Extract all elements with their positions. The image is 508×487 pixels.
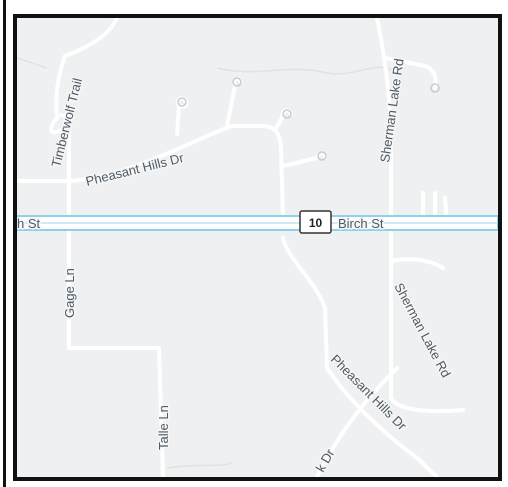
- road-branch-4[interactable]: [281, 151, 327, 168]
- road-top-left-curve[interactable]: [63, 18, 119, 58]
- label-pheasant-hills-dr-bottom: Pheasant Hills Dr: [328, 352, 410, 434]
- road-south-connector[interactable]: [315, 366, 399, 477]
- label-talle-ln: Talle Ln: [156, 405, 171, 450]
- label-pheasant-hills-dr-top: Pheasant Hills Dr: [84, 150, 186, 189]
- road-timberwolf-trail[interactable]: [54, 54, 67, 120]
- cul-de-sac-node-4: [317, 151, 327, 161]
- road-top-right-spur[interactable]: [383, 56, 438, 90]
- label-gage-ln: Gage Ln: [62, 268, 77, 318]
- label-birch-st-right: Birch St: [338, 216, 384, 231]
- road-pheasant-hills-dr-south[interactable]: [281, 236, 439, 477]
- highway-10-shield[interactable]: [299, 210, 332, 234]
- map-frame[interactable]: 10 h St Birch St Timberwolf Trail Pheasa…: [13, 14, 502, 481]
- cul-de-sac-node-3: [282, 109, 292, 119]
- faint-feature-top: [216, 66, 398, 75]
- cul-de-sac-node-5: [430, 83, 440, 93]
- faint-feature-bottom: [166, 461, 233, 469]
- cul-de-sac-node-1: [177, 97, 187, 107]
- faint-feature-left: [17, 57, 48, 69]
- road-gage-ln[interactable]: [67, 131, 165, 477]
- label-birch-st-left: h St: [17, 216, 41, 231]
- map-canvas[interactable]: 10 h St Birch St Timberwolf Trail Pheasa…: [17, 18, 498, 477]
- road-sherman-lake-rd[interactable]: [375, 18, 465, 414]
- road-timberwolf-cul-de-sac[interactable]: [49, 113, 70, 135]
- road-pheasant-hills-dr-north[interactable]: [67, 124, 285, 220]
- cul-de-sac-node-2: [232, 77, 242, 87]
- road-sherman-spur[interactable]: [389, 257, 445, 270]
- page-edge-line: [3, 0, 6, 487]
- label-sherman-lake-rd-top: Sherman Lake Rd: [377, 58, 406, 164]
- label-sherman-lake-rd-bottom: Sherman Lake Rd: [391, 280, 453, 380]
- highway-10-shield-label: 10: [309, 216, 323, 230]
